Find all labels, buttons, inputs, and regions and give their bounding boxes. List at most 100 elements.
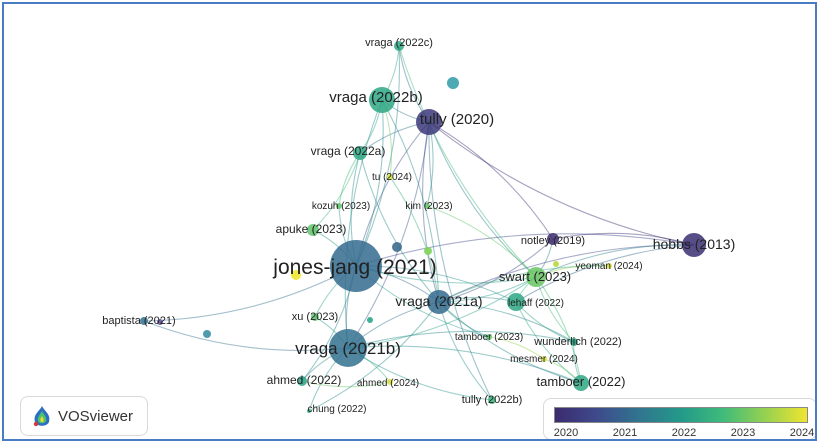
citation-link: [143, 265, 357, 322]
document-node[interactable]: [682, 233, 706, 257]
document-node[interactable]: [427, 290, 451, 314]
node-label[interactable]: vraga (2021a): [395, 293, 482, 309]
node-label[interactable]: tu (2024): [372, 172, 412, 183]
citation-link: [359, 152, 440, 303]
document-node[interactable]: [329, 329, 367, 367]
node-label[interactable]: tamboer (2023): [455, 332, 523, 343]
citation-link: [438, 301, 493, 401]
document-node[interactable]: [367, 317, 373, 323]
document-node[interactable]: [553, 261, 559, 267]
citation-link: [438, 301, 582, 384]
document-node[interactable]: [297, 376, 307, 386]
legend-tick: 2023: [730, 427, 756, 439]
node-label[interactable]: vraga (2022c): [365, 37, 433, 49]
document-node[interactable]: [311, 313, 319, 321]
document-node[interactable]: [606, 263, 612, 269]
citation-link: [143, 320, 349, 351]
document-node[interactable]: [307, 224, 319, 236]
node-label[interactable]: xu (2023): [292, 311, 338, 323]
document-node[interactable]: [203, 330, 211, 338]
legend-tick: 2021: [612, 427, 638, 439]
document-node[interactable]: [416, 109, 442, 135]
document-node[interactable]: [507, 293, 525, 311]
citation-link: [428, 121, 493, 401]
document-node[interactable]: [330, 240, 382, 292]
document-node[interactable]: [570, 338, 578, 346]
document-node[interactable]: [336, 203, 342, 209]
node-label[interactable]: vraga (2022b): [329, 89, 422, 106]
network-map[interactable]: vraga (2022c) vraga (2022b) tully (2020) vr…: [4, 4, 817, 441]
citation-link: [428, 121, 537, 278]
node-label[interactable]: lehaff (2022): [508, 298, 564, 309]
citation-link: [347, 345, 582, 384]
vosviewer-logo-icon: [33, 406, 50, 427]
node-label[interactable]: wunderlich (2022): [533, 336, 621, 348]
node-label[interactable]: tully (2020): [420, 111, 494, 128]
citation-link: [308, 301, 440, 412]
citation-link: [389, 176, 440, 303]
document-node[interactable]: [387, 174, 393, 180]
document-node[interactable]: [387, 379, 393, 385]
citation-link: [347, 276, 537, 349]
node-label[interactable]: ahmed (2024): [357, 378, 419, 389]
legend-tick: 2024: [789, 427, 815, 439]
node-label[interactable]: tamboer (2022): [537, 374, 626, 389]
node-label[interactable]: hobbs (2013): [653, 236, 736, 252]
node-label[interactable]: kozuh (2023): [312, 201, 370, 212]
document-node[interactable]: [541, 356, 547, 362]
node-label[interactable]: ahmed (2022): [267, 373, 342, 387]
year-color-legend: 2020 2021 2022 2023 2024: [543, 398, 815, 439]
node-label[interactable]: baptista (2021): [102, 315, 175, 327]
citation-link: [381, 99, 440, 303]
legend-tick: 2022: [671, 427, 697, 439]
citation-link: [344, 99, 383, 349]
citation-link: [422, 121, 440, 303]
document-node[interactable]: [157, 319, 163, 325]
document-node[interactable]: [392, 242, 402, 252]
citation-link: [355, 233, 695, 267]
document-node[interactable]: [447, 77, 459, 89]
document-node[interactable]: [547, 233, 559, 245]
network-map-panel: vraga (2022c) vraga (2022b) tully (2020) vr…: [2, 2, 817, 441]
document-node[interactable]: [486, 334, 492, 340]
citation-link: [347, 121, 430, 349]
vosviewer-logo[interactable]: VOSviewer: [20, 396, 148, 436]
vosviewer-logo-text: VOSviewer: [58, 407, 134, 425]
node-label[interactable]: notley (2019): [521, 235, 585, 247]
citation-link: [347, 330, 575, 349]
node-label[interactable]: swart (2023): [499, 269, 571, 284]
document-node[interactable]: [424, 247, 432, 255]
node-label[interactable]: vraga (2021b): [295, 339, 401, 358]
node-label[interactable]: chung (2022): [308, 404, 367, 415]
node-label[interactable]: jones-jang (2021): [272, 256, 436, 279]
label-layer: vraga (2022c) vraga (2022b) tully (2020) vr…: [102, 37, 735, 415]
document-node[interactable]: [353, 146, 367, 160]
color-scale-bar: [554, 407, 808, 423]
node-label[interactable]: kim (2023): [405, 201, 452, 212]
citation-link: [438, 238, 554, 303]
document-node[interactable]: [488, 396, 496, 404]
citation-link: [355, 45, 400, 267]
document-node[interactable]: [573, 375, 589, 391]
document-node[interactable]: [394, 41, 404, 51]
document-node[interactable]: [424, 203, 430, 209]
citation-link: [398, 45, 537, 278]
citation-link: [428, 121, 695, 246]
citation-link: [535, 244, 695, 278]
document-node[interactable]: [307, 409, 311, 413]
document-node[interactable]: [291, 270, 301, 280]
document-node[interactable]: [140, 317, 148, 325]
node-label[interactable]: apuke (2023): [276, 222, 347, 236]
node-label[interactable]: tully (2022b): [462, 394, 523, 406]
node-label[interactable]: yeoman (2024): [575, 261, 642, 272]
citation-link: [535, 276, 582, 384]
citation-link: [428, 121, 554, 240]
document-node[interactable]: [526, 267, 546, 287]
document-node[interactable]: [369, 87, 395, 113]
citation-link: [438, 265, 610, 303]
node-label[interactable]: vraga (2022a): [311, 144, 386, 158]
citation-link: [426, 205, 537, 278]
citation-link: [515, 301, 582, 384]
node-label[interactable]: mesmer (2024): [510, 354, 578, 365]
citation-link: [312, 152, 361, 231]
